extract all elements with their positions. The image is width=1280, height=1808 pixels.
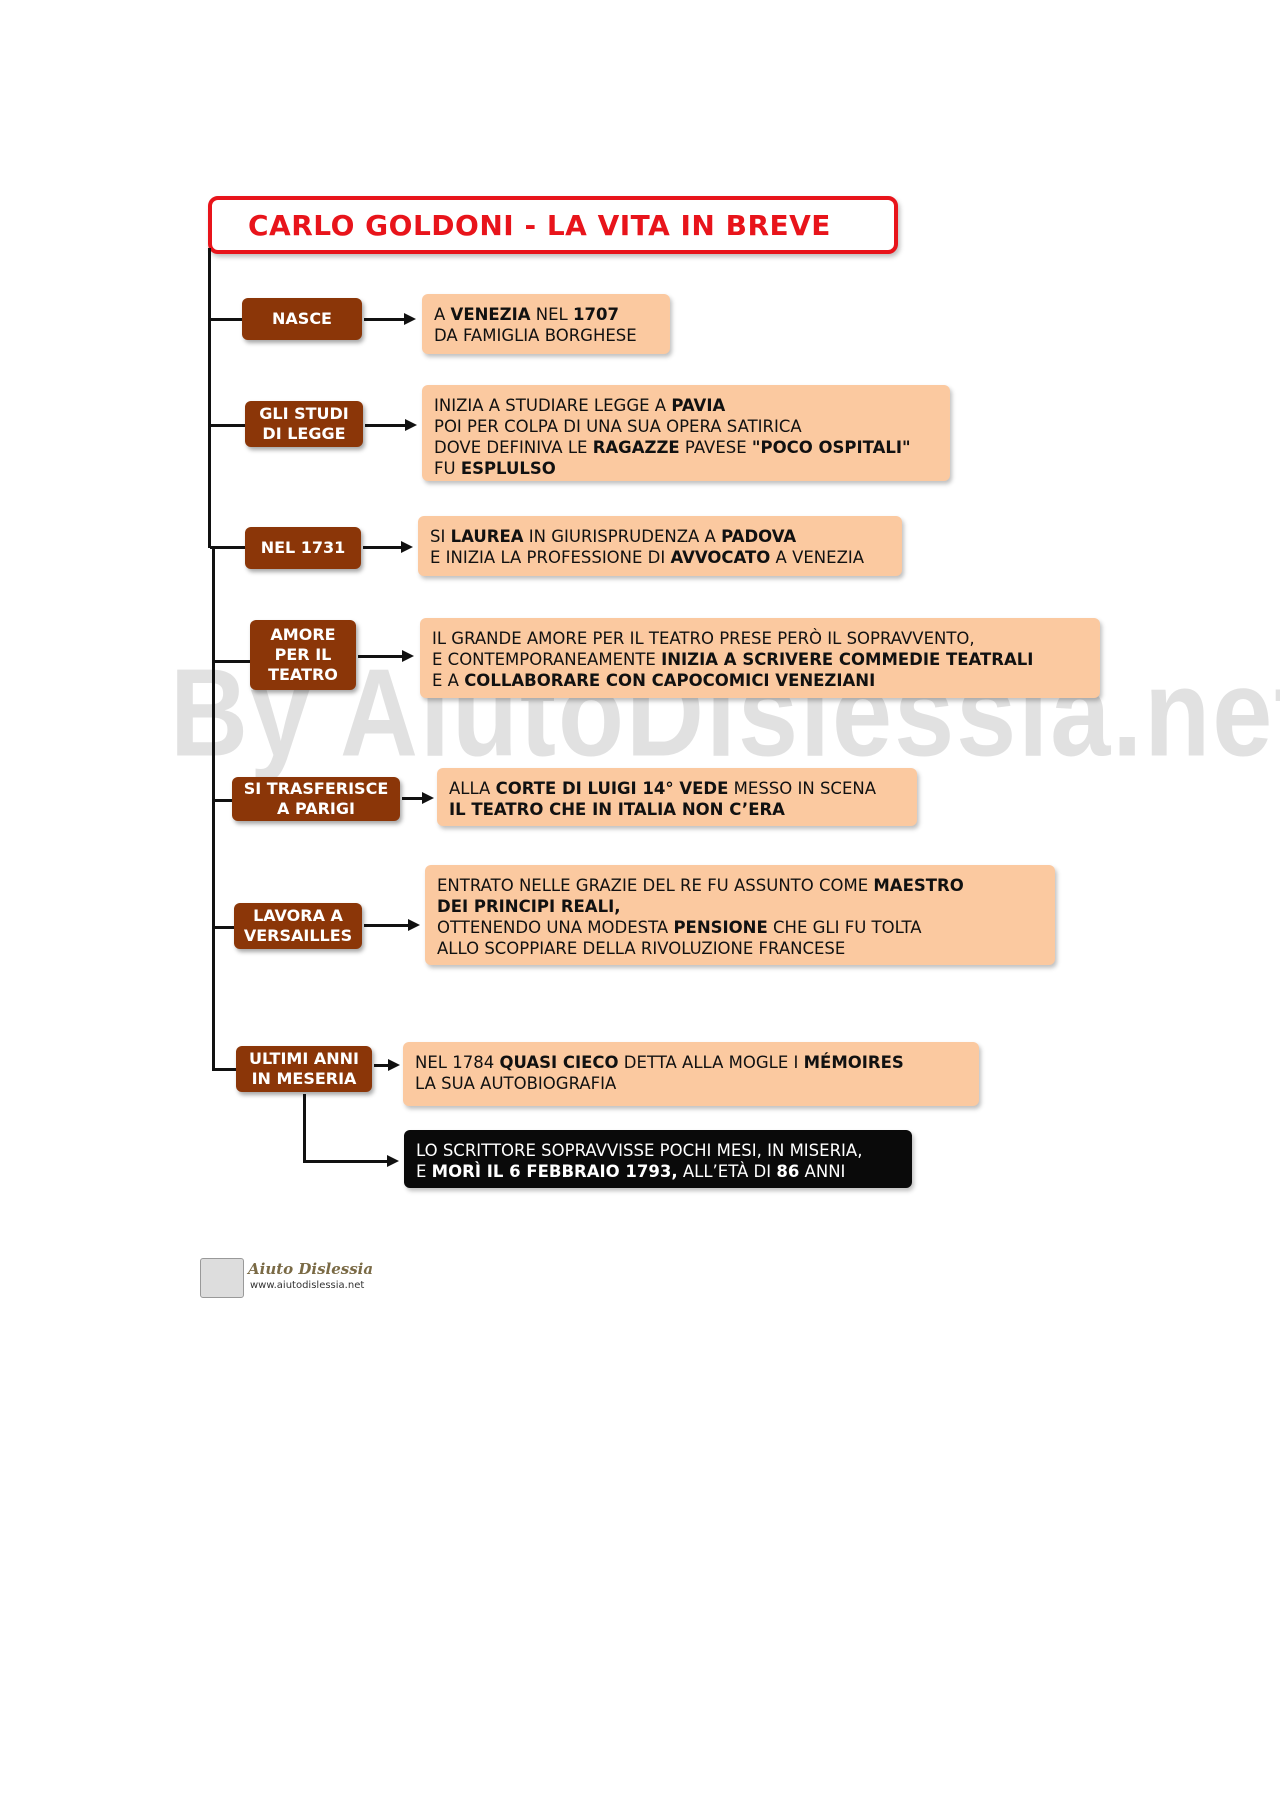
info-amore-teatro: IL GRANDE AMORE PER IL TEATRO PRESE PERÒ…: [420, 618, 1100, 698]
info-line: E MORÌ IL 6 FEBBRAIO 1793, ALL’ETÀ DI 86…: [416, 1162, 846, 1181]
info-line: IL TEATRO CHE IN ITALIA NON C’ERA: [449, 800, 785, 819]
info-line: OTTENENDO UNA MODESTA PENSIONE CHE GLI F…: [437, 918, 922, 937]
info-line: SI LAUREA IN GIURISPRUDENZA A PADOVA: [430, 527, 797, 546]
info-line: INIZIA A STUDIARE LEGGE A PAVIA: [434, 396, 726, 415]
branch-line: [213, 799, 232, 802]
arrow-head: [402, 650, 414, 662]
info-studi-legge: INIZIA A STUDIARE LEGGE A PAVIA POI PER C…: [422, 385, 950, 481]
arrow-head: [388, 1059, 400, 1071]
info-line: LO SCRITTORE SOPRAVVISSE POCHI MESI, IN …: [416, 1141, 863, 1160]
info-line: A VENEZIA NEL 1707: [434, 305, 619, 324]
diagram-title: CARLO GOLDONI - LA VITA IN BREVE: [248, 208, 831, 242]
arrow-line: [402, 797, 422, 800]
info-line: ENTRATO NELLE GRAZIE DEL RE FU ASSUNTO C…: [437, 876, 964, 895]
arrow-head: [405, 419, 417, 431]
final-connector-vertical: [303, 1094, 306, 1162]
arrow-line: [363, 546, 401, 549]
topic-studi-legge: GLI STUDI DI LEGGE: [245, 401, 363, 447]
info-line: FU ESPLULSO: [434, 459, 556, 478]
spine-line: [208, 248, 211, 548]
info-line: E INIZIA LA PROFESSIONE DI AVVOCATO A VE…: [430, 548, 865, 567]
arrow-head: [422, 792, 434, 804]
final-connector-horizontal: [303, 1160, 387, 1163]
branch-line: [210, 424, 245, 427]
info-line: NEL 1784 QUASI CIECO DETTA ALLA MOGLE I …: [415, 1053, 904, 1072]
info-line: POI PER COLPA DI UNA SUA OPERA SATIRICA: [434, 417, 802, 436]
info-line: DEI PRINCIPI REALI,: [437, 897, 621, 916]
info-line: DOVE DEFINIVA LE RAGAZZE PAVESE "POCO OS…: [434, 438, 911, 457]
branch-line: [210, 318, 242, 321]
info-line: ALLA CORTE DI LUIGI 14° VEDE MESSO IN SC…: [449, 779, 876, 798]
logo-url: www.aiutodislessia.net: [250, 1280, 365, 1291]
topic-nasce: NASCE: [242, 298, 362, 340]
info-line: IL GRANDE AMORE PER IL TEATRO PRESE PERÒ…: [432, 629, 975, 648]
arrow-head: [401, 541, 413, 553]
info-versailles: ENTRATO NELLE GRAZIE DEL RE FU ASSUNTO C…: [425, 865, 1055, 965]
info-nel-1731: SI LAUREA IN GIURISPRUDENZA A PADOVA E IN…: [418, 516, 902, 576]
arrow-line: [358, 655, 402, 658]
branch-line: [210, 546, 245, 549]
branch-line: [213, 660, 250, 663]
topic-nel-1731: NEL 1731: [245, 527, 361, 569]
arrow-line: [374, 1064, 388, 1067]
info-ultimi-anni: NEL 1784 QUASI CIECO DETTA ALLA MOGLE I …: [403, 1042, 979, 1106]
info-nasce: A VENEZIA NEL 1707 DA FAMIGLIA BORGHESE: [422, 294, 670, 354]
book-icon: [200, 1258, 244, 1298]
diagram-title-box: CARLO GOLDONI - LA VITA IN BREVE: [208, 196, 898, 254]
arrow-head: [404, 313, 416, 325]
logo-name: Aiuto Dislessia: [248, 1260, 374, 1278]
info-line: E A COLLABORARE CON CAPOCOMICI VENEZIANI: [432, 671, 876, 690]
arrow-line: [365, 424, 405, 427]
info-line: E CONTEMPORANEAMENTE INIZIA A SCRIVERE C…: [432, 650, 1034, 669]
branch-line: [213, 1068, 236, 1071]
topic-versailles: LAVORA A VERSAILLES: [234, 903, 362, 949]
arrow-line: [364, 924, 408, 927]
info-final: LO SCRITTORE SOPRAVVISSE POCHI MESI, IN …: [404, 1130, 912, 1188]
spine-line-lower: [212, 548, 215, 1071]
info-parigi: ALLA CORTE DI LUIGI 14° VEDE MESSO IN SC…: [437, 768, 917, 826]
arrow-head: [387, 1155, 399, 1167]
topic-amore-teatro: AMORE PER IL TEATRO: [250, 620, 356, 690]
info-line: ALLO SCOPPIARE DELLA RIVOLUZIONE FRANCES…: [437, 939, 846, 958]
branch-line: [213, 926, 234, 929]
arrow-line: [364, 318, 404, 321]
info-line: DA FAMIGLIA BORGHESE: [434, 326, 637, 345]
aiutodislessia-logo: Aiuto Dislessia www.aiutodislessia.net: [200, 1258, 380, 1298]
arrow-head: [408, 919, 420, 931]
info-line: LA SUA AUTOBIOGRAFIA: [415, 1074, 617, 1093]
topic-ultimi-anni: ULTIMI ANNI IN MESERIA: [236, 1046, 372, 1092]
topic-parigi: SI TRASFERISCE A PARIGI: [232, 777, 400, 821]
